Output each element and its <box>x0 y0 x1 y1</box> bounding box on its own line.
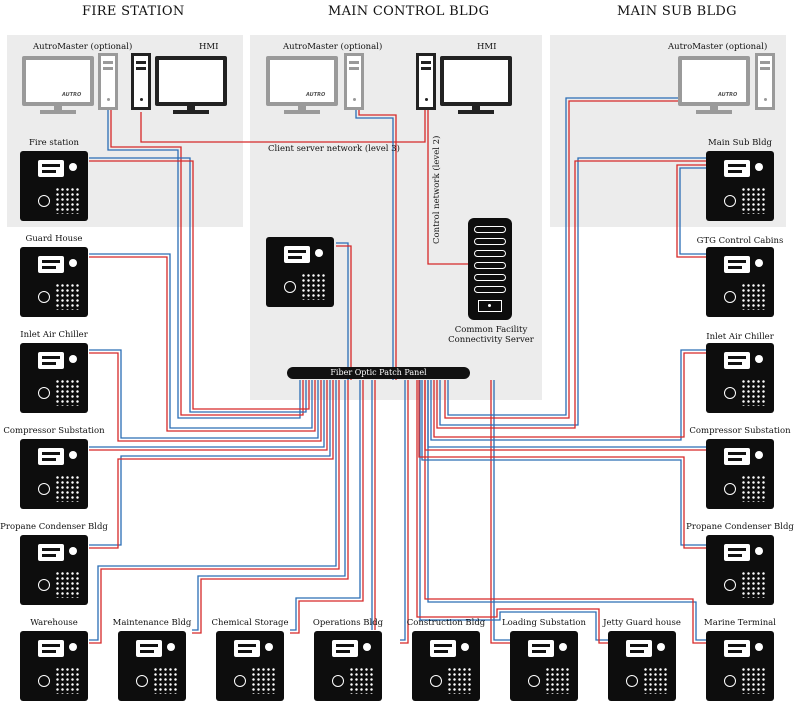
fiber-optic-patch-panel: Fiber Optic Patch Panel <box>287 367 470 379</box>
panel-label-maintenance: Maintenance Bldg <box>112 618 192 628</box>
client-server-network-line <box>140 108 426 143</box>
connectivity-server <box>468 218 512 320</box>
panel-gtg <box>706 247 774 317</box>
control-network-label: Control network (level 2) <box>432 135 442 244</box>
autromaster-sub-tower <box>755 53 775 110</box>
wire-maintenance <box>192 380 346 631</box>
wire-jetty <box>419 380 608 641</box>
wire-propane-right <box>421 380 706 546</box>
wire-compressor-right <box>427 380 706 448</box>
panel-label-fire-station: Fire station <box>29 138 79 148</box>
client-server-network-label: Client server network (level 3) <box>268 144 400 154</box>
main-control-panel <box>266 237 334 307</box>
wire-autromaster-sub <box>447 97 680 416</box>
wire-chemical <box>290 380 361 631</box>
panel-chemical <box>216 631 284 701</box>
control-network-line <box>427 108 470 265</box>
wire-gtg <box>679 167 706 255</box>
panel-label-inlet-air-chiller-right: Inlet Air Chiller <box>706 332 774 342</box>
panel-label-marine: Marine Terminal <box>704 618 776 628</box>
panel-propane-right <box>706 535 774 605</box>
panel-fire-station <box>20 151 88 221</box>
panel-label-propane-right: Propane Condenser Bldg <box>686 522 794 532</box>
autromaster-main-label: AutroMaster (optional) <box>283 42 383 52</box>
panel-compressor-right <box>706 439 774 509</box>
panel-label-loading: Loading Substation <box>502 618 586 628</box>
panel-inlet-air-chiller-right <box>706 343 774 413</box>
autromaster-main-tower <box>344 53 364 110</box>
autromaster-sub-label: AutroMaster (optional) <box>668 42 768 52</box>
zone-title-fire-station: FIRE STATION <box>82 4 185 19</box>
server-label-line2: Connectivity Server <box>448 335 534 345</box>
panel-operations <box>314 631 382 701</box>
autromaster-fire-tower <box>98 53 118 110</box>
hmi-main-label: HMI <box>477 42 497 52</box>
autromaster-logo: AUTRO <box>306 92 326 98</box>
panel-label-gtg: GTG Control Cabins <box>696 236 784 246</box>
wire-guard-house <box>89 253 313 429</box>
panel-label-inlet-air-chiller-left: Inlet Air Chiller <box>20 330 88 340</box>
hmi-main-tower <box>416 53 436 110</box>
wire-compressor-left <box>89 380 325 448</box>
wire-inlet-left <box>89 349 319 439</box>
panel-marine <box>706 631 774 701</box>
wire-propane-left <box>89 380 331 546</box>
panel-construction <box>412 631 480 701</box>
zone-title-main-sub: MAIN SUB BLDG <box>617 4 737 19</box>
panel-loading <box>510 631 578 701</box>
panel-label-main-sub: Main Sub Bldg <box>708 138 772 148</box>
server-label-line1: Common Facility <box>454 325 528 335</box>
panel-warehouse <box>20 631 88 701</box>
wire-loading <box>493 380 510 641</box>
panel-jetty <box>608 631 676 701</box>
zone-title-main-control: MAIN CONTROL BLDG <box>328 4 490 19</box>
panel-label-compressor-right: Compressor Substation <box>689 426 791 436</box>
wire-marine <box>427 380 706 641</box>
panel-main-sub <box>706 151 774 221</box>
panel-label-compressor-left: Compressor Substation <box>3 426 105 436</box>
panel-label-warehouse: Warehouse <box>30 618 78 628</box>
wire-main-panel <box>336 242 349 380</box>
wire-warehouse <box>89 380 337 641</box>
wire-main-sub <box>439 157 706 426</box>
panel-label-jetty: Jetty Guard house <box>603 618 681 628</box>
wire-construction <box>400 380 406 641</box>
panel-inlet-air-chiller-left <box>20 343 88 413</box>
panel-label-construction: Construction Bldg <box>406 618 486 628</box>
autromaster-fire-label: AutroMaster (optional) <box>33 42 133 52</box>
hmi-fire-label: HMI <box>199 42 219 52</box>
autromaster-logo: AUTRO <box>62 92 82 98</box>
panel-label-guard-house: Guard House <box>25 234 83 244</box>
panel-guard-house <box>20 247 88 317</box>
wire-autromaster-main <box>355 108 394 380</box>
panel-maintenance <box>118 631 186 701</box>
wire-fire-station <box>89 157 307 413</box>
panel-propane-left <box>20 535 88 605</box>
hmi-fire-tower <box>131 53 151 110</box>
panel-label-chemical: Chemical Storage <box>211 618 289 628</box>
panel-label-operations: Operations Bldg <box>312 618 384 628</box>
autromaster-logo: AUTRO <box>718 92 738 98</box>
wire-inlet-right <box>430 349 706 441</box>
panel-label-propane-left: Propane Condenser Bldg <box>0 522 108 532</box>
panel-compressor-left <box>20 439 88 509</box>
